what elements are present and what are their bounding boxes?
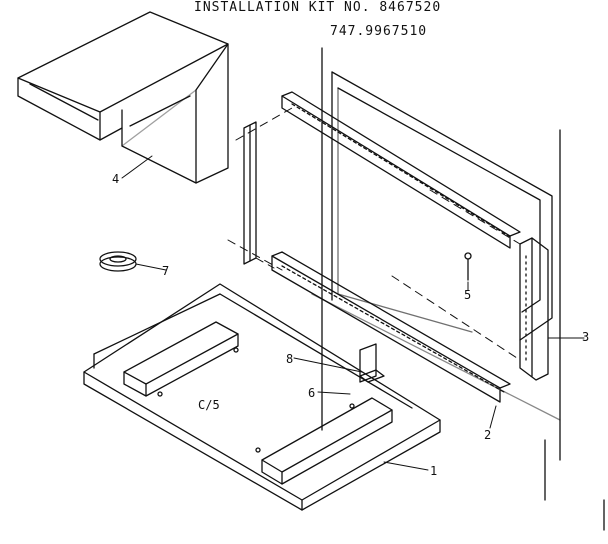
part-4-top-duct xyxy=(18,12,228,183)
kit-title: INSTALLATION KIT NO. 8467520 xyxy=(194,0,442,15)
callout-part-4: 4 xyxy=(112,172,120,186)
left-vertical-channel xyxy=(244,122,256,264)
callout-part-7: 7 xyxy=(162,264,170,278)
callout-part-1: 1 xyxy=(430,464,438,478)
cabinet-panel xyxy=(312,48,604,530)
callout-part-5: 5 xyxy=(464,288,472,302)
part-2-top-rail xyxy=(282,92,520,248)
base-note-label: C/5 xyxy=(198,398,220,412)
callout-part-6: 6 xyxy=(308,386,316,400)
callout-part-3: 3 xyxy=(582,330,590,344)
part-3-side-bracket xyxy=(520,238,548,380)
callout-part-2: 2 xyxy=(484,428,492,442)
model-number: 747.9967510 xyxy=(330,24,428,39)
part-2-bottom-rail xyxy=(272,252,510,402)
callout-part-8: 8 xyxy=(286,352,294,366)
part-8-clip xyxy=(360,344,384,382)
part-7-grommet xyxy=(100,252,136,271)
part-5-screw xyxy=(465,253,471,280)
leader-lines xyxy=(122,156,584,470)
part-1-base-tray xyxy=(84,284,440,510)
assembly-dash-lines xyxy=(228,108,520,360)
